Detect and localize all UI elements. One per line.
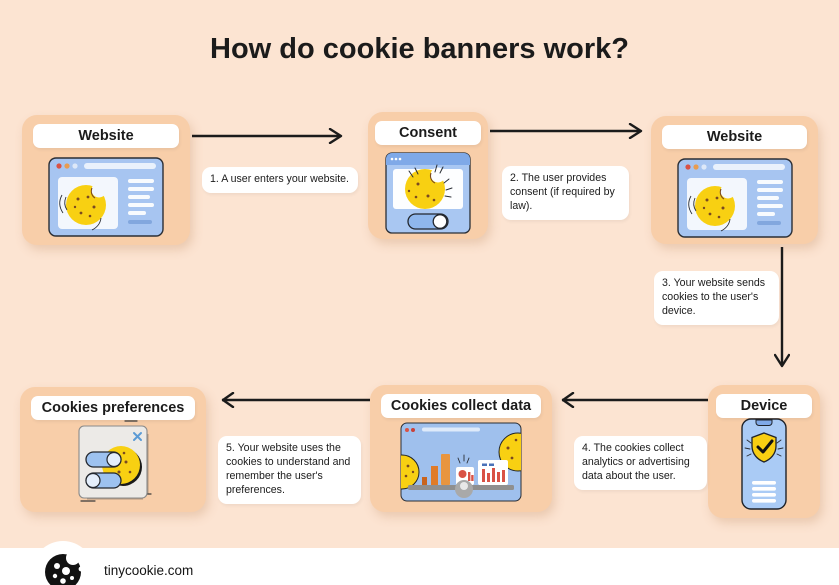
browser-cookie-icon bbox=[48, 157, 164, 237]
arrow-icon bbox=[490, 123, 643, 139]
step-5-label: 5. Your website uses the cookies to unde… bbox=[218, 436, 361, 504]
node-cookies-collect-data: Cookies collect data bbox=[370, 385, 552, 512]
step-3-label: 3. Your website sends cookies to the use… bbox=[654, 271, 779, 325]
node-device: Device bbox=[708, 385, 820, 518]
node-website-1: Website bbox=[22, 115, 190, 245]
node-website-1-label: Website bbox=[33, 124, 179, 148]
arrow-icon bbox=[221, 392, 370, 408]
browser-cookie-icon bbox=[676, 158, 793, 238]
node-device-label: Device bbox=[716, 394, 812, 418]
step-1-label: 1. A user enters your website. bbox=[202, 167, 358, 193]
cookie-preferences-dialog-icon bbox=[78, 420, 152, 502]
brand-logo bbox=[32, 541, 94, 585]
phone-shield-icon bbox=[741, 418, 787, 510]
step-4-label: 4. The cookies collect analytics or adve… bbox=[574, 436, 707, 490]
node-consent: Consent bbox=[368, 112, 488, 239]
cookie-logo-icon bbox=[45, 551, 84, 585]
footer-bar bbox=[0, 548, 839, 585]
arrow-icon bbox=[192, 128, 343, 144]
node-website-2-label: Website bbox=[662, 125, 807, 149]
arrow-icon bbox=[774, 247, 790, 368]
node-website-2: Website bbox=[651, 116, 818, 244]
step-2-label: 2. The user provides consent (if require… bbox=[502, 166, 629, 220]
node-cookies-preferences: Cookies preferences bbox=[20, 387, 206, 512]
arrow-icon bbox=[561, 392, 708, 408]
analytics-browser-icon bbox=[400, 422, 522, 502]
node-consent-label: Consent bbox=[375, 121, 481, 145]
brand-text: tinycookie.com bbox=[104, 563, 194, 578]
consent-dialog-icon bbox=[385, 152, 471, 234]
node-cookies-collect-data-label: Cookies collect data bbox=[381, 394, 541, 418]
page-title: How do cookie banners work? bbox=[210, 33, 629, 65]
node-cookies-preferences-label: Cookies preferences bbox=[31, 396, 195, 420]
